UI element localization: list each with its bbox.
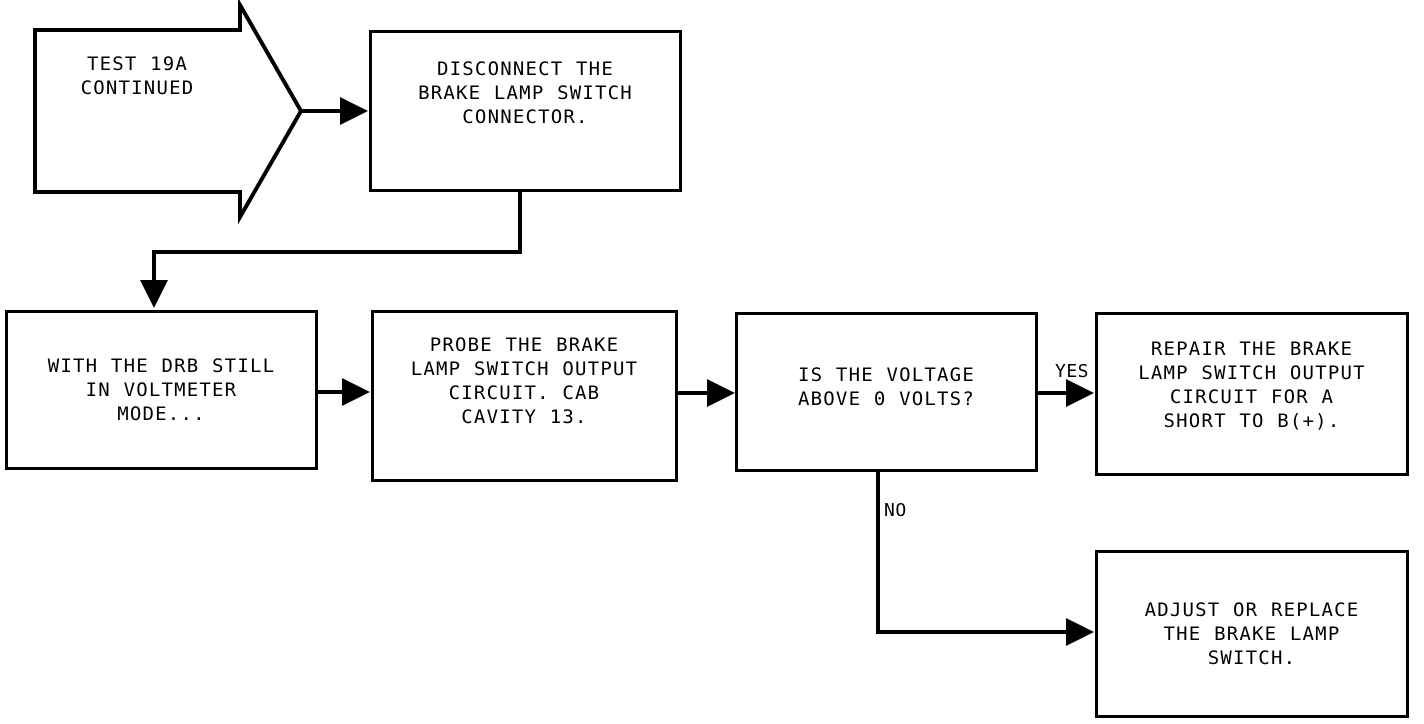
node-disconnect-label: DISCONNECT THE BRAKE LAMP SWITCH CONNECT… [418, 58, 633, 128]
node-repair-short-to-b-plus[interactable]: REPAIR THE BRAKE LAMP SWITCH OUTPUT CIRC… [1095, 312, 1409, 476]
node-drb-voltmeter-mode[interactable]: WITH THE DRB STILL IN VOLTMETER MODE... [5, 310, 318, 470]
edge-label-yes: YES [1055, 361, 1090, 382]
node-decision-voltage[interactable]: IS THE VOLTAGE ABOVE 0 VOLTS? [735, 312, 1038, 472]
node-adjust-replace-switch-label: ADJUST OR REPLACE THE BRAKE LAMP SWITCH. [1144, 599, 1360, 669]
node-disconnect[interactable]: DISCONNECT THE BRAKE LAMP SWITCH CONNECT… [369, 30, 682, 192]
node-drb-voltmeter-mode-label: WITH THE DRB STILL IN VOLTMETER MODE... [47, 355, 276, 425]
node-probe-circuit-label: PROBE THE BRAKE LAMP SWITCH OUTPUT CIRCU… [410, 334, 639, 428]
node-repair-short-to-b-plus-label: REPAIR THE BRAKE LAMP SWITCH OUTPUT CIRC… [1138, 338, 1366, 432]
node-probe-circuit[interactable]: PROBE THE BRAKE LAMP SWITCH OUTPUT CIRCU… [371, 310, 678, 482]
node-adjust-replace-switch[interactable]: ADJUST OR REPLACE THE BRAKE LAMP SWITCH. [1095, 550, 1409, 718]
start-banner-label: TEST 19A CONTINUED [80, 53, 195, 99]
node-decision-voltage-label: IS THE VOLTAGE ABOVE 0 VOLTS? [798, 364, 975, 410]
edge-label-no: NO [884, 500, 907, 521]
